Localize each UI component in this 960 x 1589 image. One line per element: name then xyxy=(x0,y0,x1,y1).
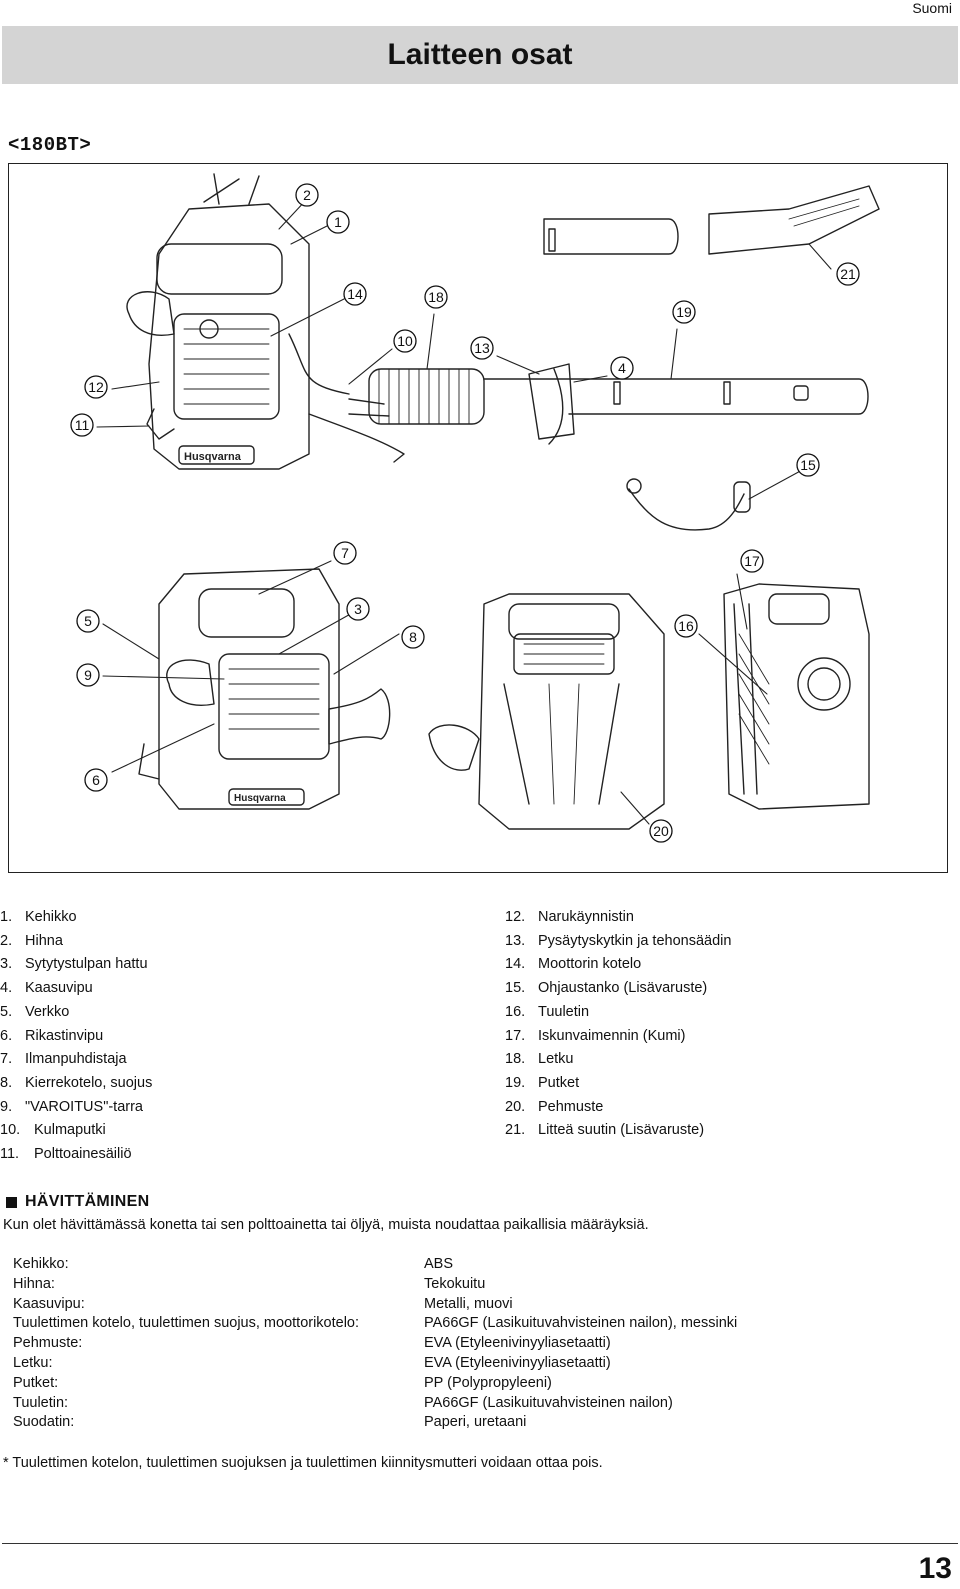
svg-text:8: 8 xyxy=(409,629,417,645)
svg-text:1: 1 xyxy=(334,214,342,230)
list-item: Putket:PP (Polypropyleeni) xyxy=(13,1374,552,1391)
list-item: 4.Kaasuvipu xyxy=(0,980,93,997)
blower-unit-side-illustration xyxy=(723,583,870,810)
callout-15: 15 xyxy=(796,453,820,477)
svg-text:Husqvarna: Husqvarna xyxy=(184,451,242,463)
list-item: Tuuletin:PA66GF (Lasikuituvahvisteinen n… xyxy=(13,1394,673,1411)
svg-text:4: 4 xyxy=(618,360,626,376)
callout-4: 4 xyxy=(610,356,634,380)
callout-21: 21 xyxy=(836,262,860,286)
svg-text:21: 21 xyxy=(840,266,856,282)
materials-list: Kehikko:ABS Hihna:Tekokuitu Kaasuvipu:Me… xyxy=(13,1255,737,1433)
callout-13: 13 xyxy=(470,336,494,360)
callout-8: 8 xyxy=(401,625,425,649)
svg-text:20: 20 xyxy=(653,823,669,839)
list-item: 5.Verkko xyxy=(0,1003,70,1020)
list-item: Hihna:Tekokuitu xyxy=(13,1275,486,1292)
svg-text:11: 11 xyxy=(75,417,90,433)
svg-text:2: 2 xyxy=(303,187,311,203)
list-item: 16.Tuuletin xyxy=(505,1003,590,1020)
svg-text:14: 14 xyxy=(347,286,363,302)
svg-text:6: 6 xyxy=(92,772,100,788)
list-item: Suodatin:Paperi, uretaani xyxy=(13,1414,527,1431)
list-item: 10.Kulmaputki xyxy=(0,1122,106,1139)
square-bullet-icon xyxy=(6,1196,17,1208)
list-item: 18.Letku xyxy=(505,1051,574,1068)
section-heading-disposal: HÄVITTÄMINEN xyxy=(6,1193,149,1211)
callout-2: 2 xyxy=(295,183,319,207)
list-item: Pehmuste:EVA (Etyleenivinyyliasetaatti) xyxy=(13,1335,611,1352)
svg-text:9: 9 xyxy=(84,667,92,683)
callout-16: 16 xyxy=(674,614,698,638)
callout-10: 10 xyxy=(393,329,417,353)
list-item: 21.Litteä suutin (Lisävaruste) xyxy=(505,1122,705,1139)
callout-11: 11 xyxy=(70,413,94,437)
list-item: 19.Putket xyxy=(505,1074,580,1091)
callout-3: 3 xyxy=(346,597,370,621)
callout-14: 14 xyxy=(343,282,367,306)
callout-6: 6 xyxy=(84,768,108,792)
svg-text:5: 5 xyxy=(84,613,92,629)
list-item: 7.Ilmanpuhdistaja xyxy=(0,1051,127,1068)
list-item: Letku:EVA (Etyleenivinyyliasetaatti) xyxy=(13,1354,611,1371)
callout-7: 7 xyxy=(333,541,357,565)
svg-text:10: 10 xyxy=(397,333,413,349)
list-item: 9."VAROITUS"-tarra xyxy=(0,1098,143,1115)
svg-text:12: 12 xyxy=(88,379,104,395)
list-item: Kaasuvipu:Metalli, muovi xyxy=(13,1295,513,1312)
disposal-text: Kun olet hävittämässä konetta tai sen po… xyxy=(3,1217,649,1233)
blower-unit-back-illustration xyxy=(428,593,665,830)
list-item: 1.Kehikko xyxy=(0,909,77,925)
page-title: Laitteen osat xyxy=(2,26,958,84)
callout-17: 17 xyxy=(740,549,764,573)
list-item: 15.Ohjaustanko (Lisävaruste) xyxy=(505,980,708,997)
svg-text:19: 19 xyxy=(676,304,692,320)
callout-19: 19 xyxy=(672,300,696,324)
parts-list-left: 1.Kehikko 2.Hihna 3.Sytytystulpan hattu … xyxy=(0,906,152,1167)
svg-text:17: 17 xyxy=(744,553,760,569)
blower-unit-front-illustration: Husqvarna xyxy=(138,568,391,810)
list-item: 6.Rikastinvipu xyxy=(0,1027,104,1044)
svg-text:15: 15 xyxy=(800,457,816,473)
footer-divider xyxy=(2,1543,958,1544)
list-item: Kehikko:ABS xyxy=(13,1256,454,1272)
list-item: 12.Narukäynnistin xyxy=(505,909,634,925)
callout-20: 20 xyxy=(649,819,673,843)
list-item: 13.Pysäytyskytkin ja tehonsäädin xyxy=(505,932,732,949)
callouts: 2 1 14 18 21 19 10 13 4 12 11 15 7 17 3 … xyxy=(70,183,860,843)
svg-text:Husqvarna: Husqvarna xyxy=(234,793,286,804)
list-item: 11.Polttoainesäiliö xyxy=(0,1146,132,1163)
parts-list-right: 12.Narukäynnistin 13.Pysäytyskytkin ja t… xyxy=(505,906,731,1143)
list-item: 14.Moottorin kotelo xyxy=(505,956,642,973)
section-heading-text: HÄVITTÄMINEN xyxy=(25,1193,150,1210)
callout-18: 18 xyxy=(424,285,448,309)
list-item: 3.Sytytystulpan hattu xyxy=(0,956,148,973)
list-item: Tuulettimen kotelo, tuulettimen suojus, … xyxy=(13,1315,738,1332)
model-label: <180BT> xyxy=(8,134,92,156)
blower-unit-top-illustration: Husqvarna xyxy=(126,173,880,531)
callout-1: 1 xyxy=(326,210,350,234)
parts-diagram: Husqvarna xyxy=(8,163,948,873)
callout-leader-lines xyxy=(96,198,832,825)
list-item: 8.Kierrekotelo, suojus xyxy=(0,1074,153,1091)
svg-text:7: 7 xyxy=(341,545,349,561)
svg-text:16: 16 xyxy=(678,618,694,634)
footnote: * Tuulettimen kotelon, tuulettimen suoju… xyxy=(3,1455,603,1471)
page-number: 13 xyxy=(918,1552,952,1585)
list-item: 17.Iskunvaimennin (Kumi) xyxy=(505,1027,686,1044)
list-item: 2.Hihna xyxy=(0,932,63,949)
list-item: 20.Pehmuste xyxy=(505,1098,604,1115)
svg-text:13: 13 xyxy=(474,340,490,356)
callout-9: 9 xyxy=(76,663,100,687)
svg-text:3: 3 xyxy=(354,601,362,617)
callout-12: 12 xyxy=(84,375,108,399)
callout-5: 5 xyxy=(76,609,100,633)
language-label: Suomi xyxy=(912,0,952,16)
svg-text:18: 18 xyxy=(428,289,444,305)
